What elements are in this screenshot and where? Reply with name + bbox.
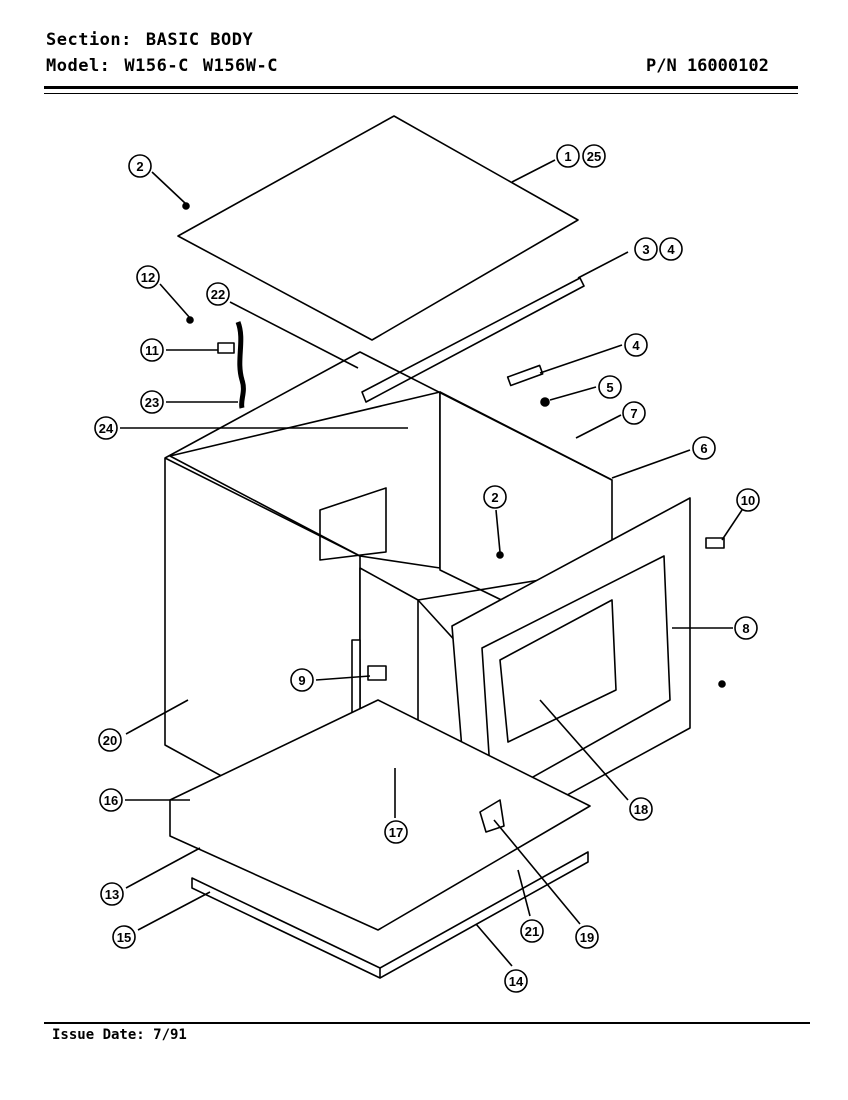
svg-text:13: 13 bbox=[105, 887, 119, 902]
svg-text:14: 14 bbox=[509, 974, 524, 989]
model-value-1: W156-C bbox=[124, 56, 189, 76]
svg-text:8: 8 bbox=[742, 621, 749, 636]
footer-rule bbox=[44, 1022, 810, 1024]
callout-2-mid: 2 bbox=[483, 485, 507, 509]
header-rule-thin bbox=[44, 93, 798, 94]
clip-part bbox=[506, 364, 544, 387]
base-plate bbox=[169, 699, 591, 931]
frame-window bbox=[481, 555, 671, 801]
callout-6: 6 bbox=[692, 436, 716, 460]
callout-18: 18 bbox=[629, 797, 653, 821]
top-rail bbox=[164, 351, 613, 481]
svg-text:25: 25 bbox=[587, 149, 601, 164]
svg-text:3: 3 bbox=[642, 242, 649, 257]
svg-text:19: 19 bbox=[580, 930, 594, 945]
callouts: 2 1 25 3 4 12 22 11 23 4 5 7 24 6 10 2 8… bbox=[94, 144, 760, 993]
callout-23: 23 bbox=[140, 390, 164, 414]
model-header: Model: W156-C W156W-C bbox=[46, 56, 278, 76]
callout-3: 3 bbox=[634, 237, 658, 261]
diagram-drawing bbox=[120, 115, 747, 979]
callout-1: 1 bbox=[556, 144, 580, 168]
model-label: Model: bbox=[46, 56, 111, 76]
callout-12: 12 bbox=[136, 265, 160, 289]
callout-8: 8 bbox=[734, 616, 758, 640]
callout-17: 17 bbox=[384, 820, 408, 844]
callout-7: 7 bbox=[622, 401, 646, 425]
callout-10: 10 bbox=[736, 488, 760, 512]
callout-25: 25 bbox=[582, 144, 606, 168]
callout-16: 16 bbox=[99, 788, 123, 812]
callout-21: 21 bbox=[520, 919, 544, 943]
svg-text:23: 23 bbox=[145, 395, 159, 410]
callout-22: 22 bbox=[206, 282, 230, 306]
callout-5: 5 bbox=[598, 375, 622, 399]
svg-text:6: 6 bbox=[700, 441, 707, 456]
section-header: Section: BASIC BODY bbox=[46, 30, 253, 50]
callout-20: 20 bbox=[98, 728, 122, 752]
callout-15: 15 bbox=[112, 925, 136, 949]
callout-14: 14 bbox=[504, 969, 528, 993]
svg-text:20: 20 bbox=[103, 733, 117, 748]
svg-text:4: 4 bbox=[667, 242, 675, 257]
back-opening bbox=[319, 487, 387, 561]
svg-text:12: 12 bbox=[141, 270, 155, 285]
svg-text:9: 9 bbox=[298, 673, 305, 688]
callout-19: 19 bbox=[575, 925, 599, 949]
callout-9: 9 bbox=[290, 668, 314, 692]
callout-11: 11 bbox=[140, 338, 164, 362]
svg-text:17: 17 bbox=[389, 825, 403, 840]
svg-text:2: 2 bbox=[491, 490, 498, 505]
rear-strip bbox=[361, 277, 585, 403]
model-value-2: W156W-C bbox=[202, 56, 278, 76]
svg-text:24: 24 bbox=[99, 421, 114, 436]
svg-text:2: 2 bbox=[136, 159, 143, 174]
svg-text:4: 4 bbox=[632, 338, 640, 353]
svg-text:1: 1 bbox=[564, 149, 571, 164]
svg-text:22: 22 bbox=[211, 287, 225, 302]
svg-text:5: 5 bbox=[606, 380, 613, 395]
callout-24: 24 bbox=[94, 416, 118, 440]
section-value: BASIC BODY bbox=[145, 30, 254, 50]
part-number: P/N 16000102 bbox=[646, 56, 769, 76]
callout-4-top: 4 bbox=[659, 237, 683, 261]
svg-text:10: 10 bbox=[741, 493, 755, 508]
callout-2-top: 2 bbox=[128, 154, 152, 178]
bottom-rail-14 bbox=[379, 851, 589, 979]
svg-text:18: 18 bbox=[634, 802, 648, 817]
inner-cavity bbox=[499, 599, 617, 743]
section-label: Section: bbox=[46, 30, 132, 50]
callout-13: 13 bbox=[100, 882, 124, 906]
top-panel bbox=[177, 115, 579, 341]
header-rule-thick bbox=[44, 86, 798, 89]
issue-date: Issue Date: 7/91 bbox=[52, 1027, 187, 1043]
svg-text:7: 7 bbox=[630, 406, 637, 421]
svg-text:16: 16 bbox=[104, 793, 118, 808]
callout-4-clip: 4 bbox=[624, 333, 648, 357]
wire-harness bbox=[235, 321, 246, 409]
svg-text:11: 11 bbox=[145, 343, 159, 358]
svg-text:15: 15 bbox=[117, 930, 131, 945]
latch-bracket bbox=[367, 665, 387, 681]
svg-text:21: 21 bbox=[525, 924, 539, 939]
